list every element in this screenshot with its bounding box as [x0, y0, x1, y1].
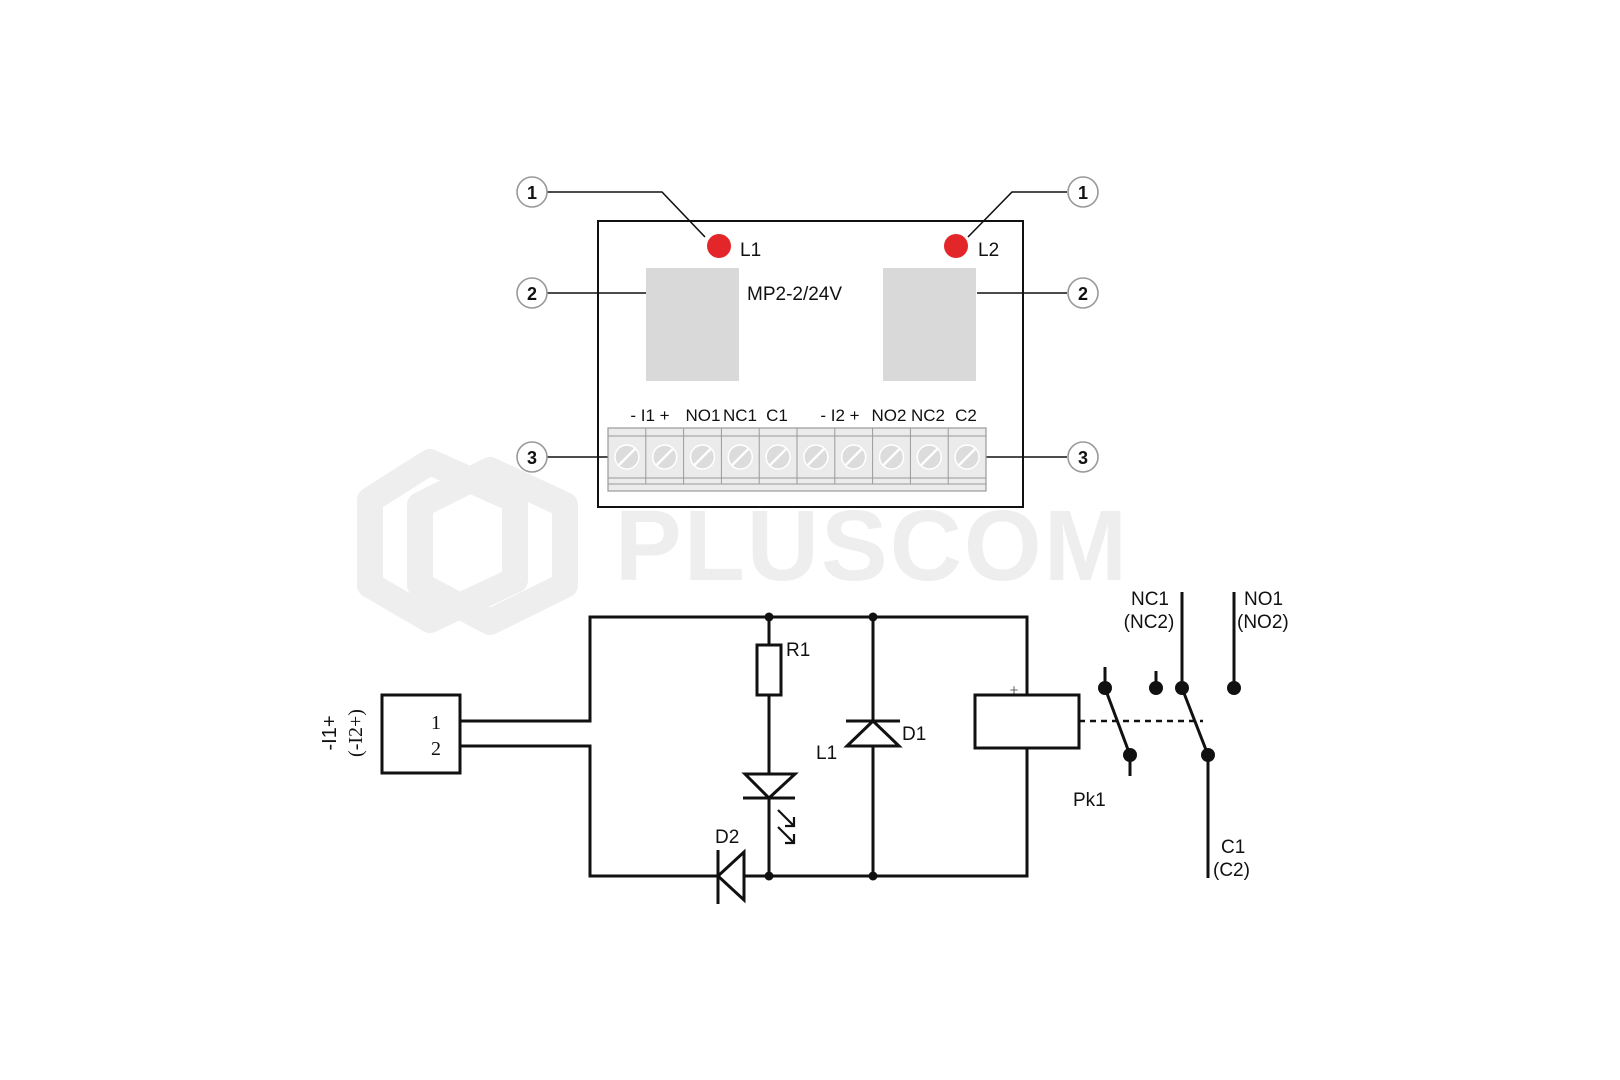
relay-1 — [646, 268, 739, 381]
relay-contact-pk1 — [1098, 667, 1163, 776]
nc-label-alt: (NC2) — [1124, 612, 1175, 633]
r1-label: R1 — [786, 640, 810, 661]
callout-number: 3 — [527, 448, 537, 468]
terminal-screw — [758, 428, 791, 484]
terminal-screw — [909, 428, 943, 484]
callout-number: 1 — [527, 183, 537, 203]
c-label-alt: (C2) — [1213, 860, 1250, 881]
terminal-screw — [720, 428, 754, 484]
terminal-screw — [683, 428, 716, 484]
input-connector — [380, 693, 462, 775]
terminal-label-nc2: NC2 — [911, 406, 945, 425]
callout-number: 1 — [1078, 183, 1088, 203]
led-l1-label: L1 — [740, 240, 761, 261]
input-label: -I1+ — [319, 715, 341, 750]
watermark-text: PLUSCOM — [615, 490, 1129, 602]
callout-2-left: 2 — [516, 277, 548, 309]
resistor-r1 — [755, 643, 783, 697]
no-label-alt: (NO2) — [1237, 612, 1289, 633]
callout-1-left: 1 — [516, 176, 548, 208]
terminal-screw — [796, 428, 829, 484]
d2-label: D2 — [715, 827, 739, 848]
connector-pin-1: 1 — [431, 712, 441, 734]
output-contact — [1175, 592, 1241, 878]
terminal-screw — [872, 428, 905, 484]
led-l2 — [944, 234, 968, 258]
terminal-label-c1: C1 — [766, 406, 788, 425]
diode-d2-symbol — [715, 848, 746, 904]
led-l1-symbol — [741, 772, 799, 876]
callout-number: 3 — [1078, 448, 1088, 468]
watermark: PLUSCOM — [357, 449, 1129, 635]
relay-coil — [973, 693, 1081, 750]
terminal-screw — [947, 428, 980, 484]
terminal-screws — [614, 428, 980, 484]
input-label-alt: (-I2+) — [345, 709, 367, 757]
led-l2-label: L2 — [978, 240, 999, 261]
board-outline — [597, 220, 1024, 508]
d1-label: D1 — [902, 724, 926, 745]
terminal-label-no1: NO1 — [686, 406, 721, 425]
callout-3-left: 3 — [516, 441, 548, 473]
connector-pin-2: 2 — [431, 738, 441, 760]
callout-2-right: 2 — [1067, 277, 1099, 309]
terminal-screw — [614, 444, 640, 470]
terminal-label-c2: C2 — [955, 406, 977, 425]
terminal-label-no2: NO2 — [872, 406, 907, 425]
wire-pin1 — [460, 615, 1029, 723]
c-label: C1 — [1221, 837, 1245, 858]
nc-label: NC1 — [1131, 589, 1169, 610]
terminal-screw — [645, 428, 678, 484]
terminal-block — [607, 427, 987, 492]
watermark-hex-logo — [357, 449, 578, 635]
coil-plus: + — [1010, 682, 1019, 699]
callout-1-right: 1 — [1067, 176, 1099, 208]
diode-d1-symbol — [843, 718, 903, 748]
terminal-label-i2: - I2 + — [820, 406, 859, 425]
junction-dots — [764, 612, 878, 881]
relay-2 — [883, 268, 976, 381]
terminal-label-i1: - I1 + — [630, 406, 669, 425]
callout-3-right: 3 — [1067, 441, 1099, 473]
wire-pin2 — [460, 744, 1029, 878]
callout-leaders — [546, 191, 1067, 458]
model-label: MP2-2/24V — [747, 284, 842, 305]
terminal-labels: - I1 + NO1 NC1 C1 - I2 + NO2 NC2 C2 — [630, 406, 976, 425]
schematic: 1 2 -I1+ (-I2+) R1 L1 — [319, 589, 1289, 904]
terminal-label-nc1: NC1 — [723, 406, 757, 425]
terminal-screw — [834, 428, 867, 484]
callout-number: 2 — [1078, 284, 1088, 304]
no-label: NO1 — [1244, 589, 1283, 610]
led-l1 — [707, 234, 731, 258]
relay-label: Pk1 — [1073, 790, 1106, 811]
relay-board: 1 2 3 1 2 3 L1 L2 MP2-2/24V — [516, 176, 1099, 508]
callout-number: 2 — [527, 284, 537, 304]
l1-label: L1 — [816, 743, 837, 764]
